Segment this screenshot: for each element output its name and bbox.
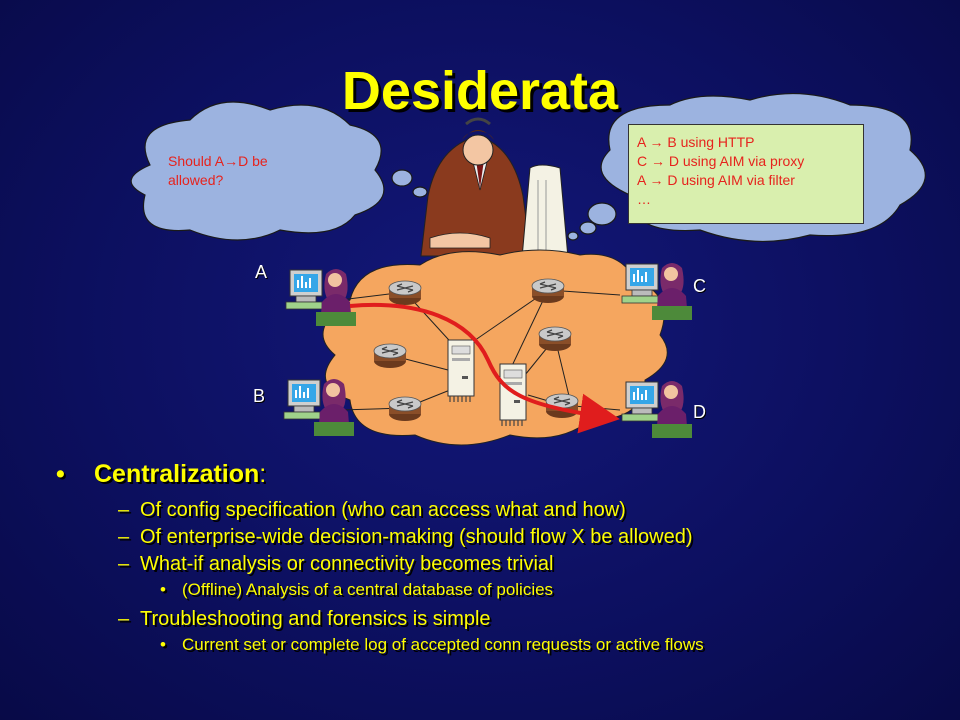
policy-line: … xyxy=(637,191,651,207)
question-line1-pre: Should A xyxy=(168,153,225,169)
administrator-icon xyxy=(420,117,569,259)
bullet-list: • Centralization: – Of config specificat… xyxy=(56,460,936,663)
question-line1-post: D be xyxy=(238,153,268,169)
flow-arrow xyxy=(349,303,620,434)
host-label-b: B xyxy=(253,386,266,406)
router-icon xyxy=(531,278,565,304)
bullet-level3: • Current set or complete log of accepte… xyxy=(56,635,936,655)
router-icon xyxy=(388,280,422,306)
bullet-level2: – Troubleshooting and forensics is simpl… xyxy=(56,608,936,631)
policy-line: A → B using HTTP xyxy=(637,134,755,150)
bullet-text: Of config specification (who can access … xyxy=(140,499,626,521)
policy-line: A → D using AIM via filter xyxy=(637,172,795,188)
thought-cloud-icon xyxy=(130,101,428,241)
policy-line: C → D using AIM via proxy xyxy=(637,153,805,169)
bullet-text: (Offline) Analysis of a central database… xyxy=(182,580,554,599)
bullet-colon: : xyxy=(259,460,267,488)
bullet-dash: – xyxy=(118,526,130,548)
bullet-dash: – xyxy=(118,499,130,521)
bullet-dot: • xyxy=(56,460,65,488)
admin-question: Should A→D be allowed? xyxy=(168,152,298,190)
host-d-icon xyxy=(621,380,693,439)
question-line2: allowed? xyxy=(168,172,224,188)
host-label-a: A xyxy=(255,262,268,282)
bullet-dash: – xyxy=(118,608,130,630)
bullet-dot: • xyxy=(160,580,166,599)
page-title: Desiderata xyxy=(341,61,619,121)
bullet-level2: – Of config specification (who can acces… xyxy=(56,499,936,522)
bullet-heading: Centralization xyxy=(94,460,260,488)
host-label-c: C xyxy=(693,276,706,296)
bullet-text: What-if analysis or connectivity becomes… xyxy=(140,553,554,575)
network-cloud xyxy=(322,249,668,446)
router-icon xyxy=(388,396,422,422)
router-icon xyxy=(538,326,572,352)
bullet-level2: – What-if analysis or connectivity becom… xyxy=(56,553,936,576)
bullet-dot: • xyxy=(160,635,166,654)
bullet-level1: • Centralization: xyxy=(56,460,936,489)
bullet-level3: • (Offline) Analysis of a central databa… xyxy=(56,580,936,600)
bullet-text: Troubleshooting and forensics is simple xyxy=(140,608,491,630)
host-b-icon xyxy=(283,378,355,437)
bullet-text: Current set or complete log of accepted … xyxy=(182,635,704,654)
bullet-text: Of enterprise-wide decision-making (shou… xyxy=(140,526,693,548)
bullet-dash: – xyxy=(118,553,130,575)
host-a-icon xyxy=(285,268,357,327)
arrow-icon: → xyxy=(224,153,239,169)
router-icon xyxy=(373,343,407,369)
server-icon xyxy=(447,339,475,403)
host-label-d: D xyxy=(693,402,706,422)
policy-list-box: A → B using HTTP C → D using AIM via pro… xyxy=(628,124,864,224)
bullet-level2: – Of enterprise-wide decision-making (sh… xyxy=(56,526,936,549)
